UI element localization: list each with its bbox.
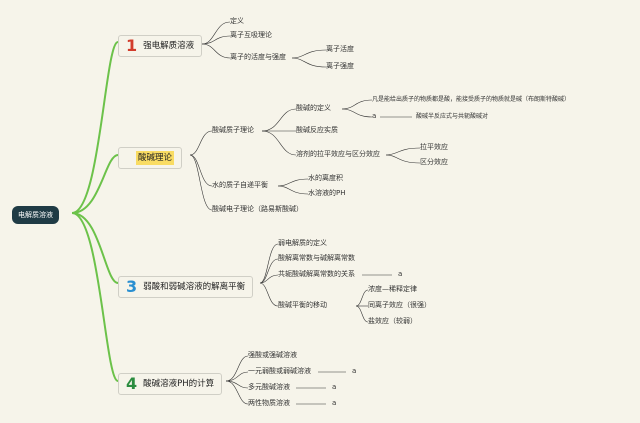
salt-effect: 盐效应（较弱） <box>368 317 417 325</box>
topic-3: 3 弱酸和弱碱溶液的解离平衡 <box>118 276 254 298</box>
topic-1-child-mutual-attraction: 离子互吸理论 <box>230 31 272 39</box>
topic-4-title: 酸碱溶液PH的计算 <box>143 379 215 389</box>
root-node: 电解质溶液 <box>12 206 59 224</box>
solution-ph: 水溶液的PH <box>308 189 346 197</box>
topic-1-child-definition: 定义 <box>230 17 244 25</box>
water-autoprotolysis: 水的质子自递平衡 <box>212 181 268 189</box>
conjugate-constant-relation: 共轭酸碱解离常数的关系 <box>278 270 355 278</box>
ion-strength: 离子强度 <box>326 62 354 70</box>
conjugate-pair: 酸碱半反应式与共轭酸碱对 <box>416 113 489 120</box>
bronsted-definition-text: 凡是能给出质子的物质都是酸，能接受质子的物质就是碱（布朗斯特酸碱） <box>372 96 571 103</box>
amphoteric-a-marker: a <box>332 399 337 407</box>
topic-3-title: 弱酸和弱碱溶液的解离平衡 <box>143 282 246 292</box>
monoprotic-a-marker: a <box>352 367 357 375</box>
topic-1-child-activity-strength: 离子的活度与强度 <box>230 53 286 61</box>
topic-4: 4 酸碱溶液PH的计算 <box>118 373 223 395</box>
leveling-effect: 拉平效应 <box>420 143 448 151</box>
polyprotic-solution: 多元酸碱溶液 <box>248 383 290 391</box>
root-label: 电解质溶液 <box>18 211 53 219</box>
monoprotic-weak-solution: 一元弱酸或弱碱溶液 <box>248 367 311 375</box>
lewis-theory: 酸碱电子理论（路易斯酸碱） <box>212 205 303 213</box>
definition-a-marker: a <box>372 112 377 120</box>
weak-electrolyte-def: 弱电解质的定义 <box>278 239 327 247</box>
acid-base-definition: 酸碱的定义 <box>296 104 331 112</box>
bronsted-theory: 酸碱质子理论 <box>212 126 254 134</box>
topic-1-number: 1 <box>126 36 138 55</box>
topic-2-title: 酸碱理论 <box>136 151 175 165</box>
common-ion-effect: 同离子效应（很强） <box>368 301 431 309</box>
topic-1: 1 强电解质溶液 <box>118 35 203 57</box>
amphoteric-solution: 两性物质溶液 <box>248 399 290 407</box>
topic-2: 酸碱理论 <box>118 147 183 169</box>
topic-1-title: 强电解质溶液 <box>143 41 195 51</box>
dilution-law: 浓度—稀释定律 <box>368 285 417 293</box>
equilibrium-shift: 酸碱平衡的移动 <box>278 301 327 309</box>
ion-activity: 离子活度 <box>326 45 354 53</box>
leveling-differentiating: 溶剂的拉平效应与区分效应 <box>296 150 380 158</box>
polyprotic-a-marker: a <box>332 383 337 391</box>
reaction-essence: 酸碱反应实质 <box>296 126 338 134</box>
topic-4-number: 4 <box>126 374 138 393</box>
water-ion-product: 水的离度积 <box>308 174 343 182</box>
dissociation-constants: 酸解离常数与碱解离常数 <box>278 254 355 262</box>
differentiating-effect: 区分效应 <box>420 158 448 166</box>
strong-acid-base-solution: 强酸或强碱溶液 <box>248 351 297 359</box>
topic-3-number: 3 <box>126 277 138 296</box>
relation-a-marker: a <box>398 270 403 278</box>
